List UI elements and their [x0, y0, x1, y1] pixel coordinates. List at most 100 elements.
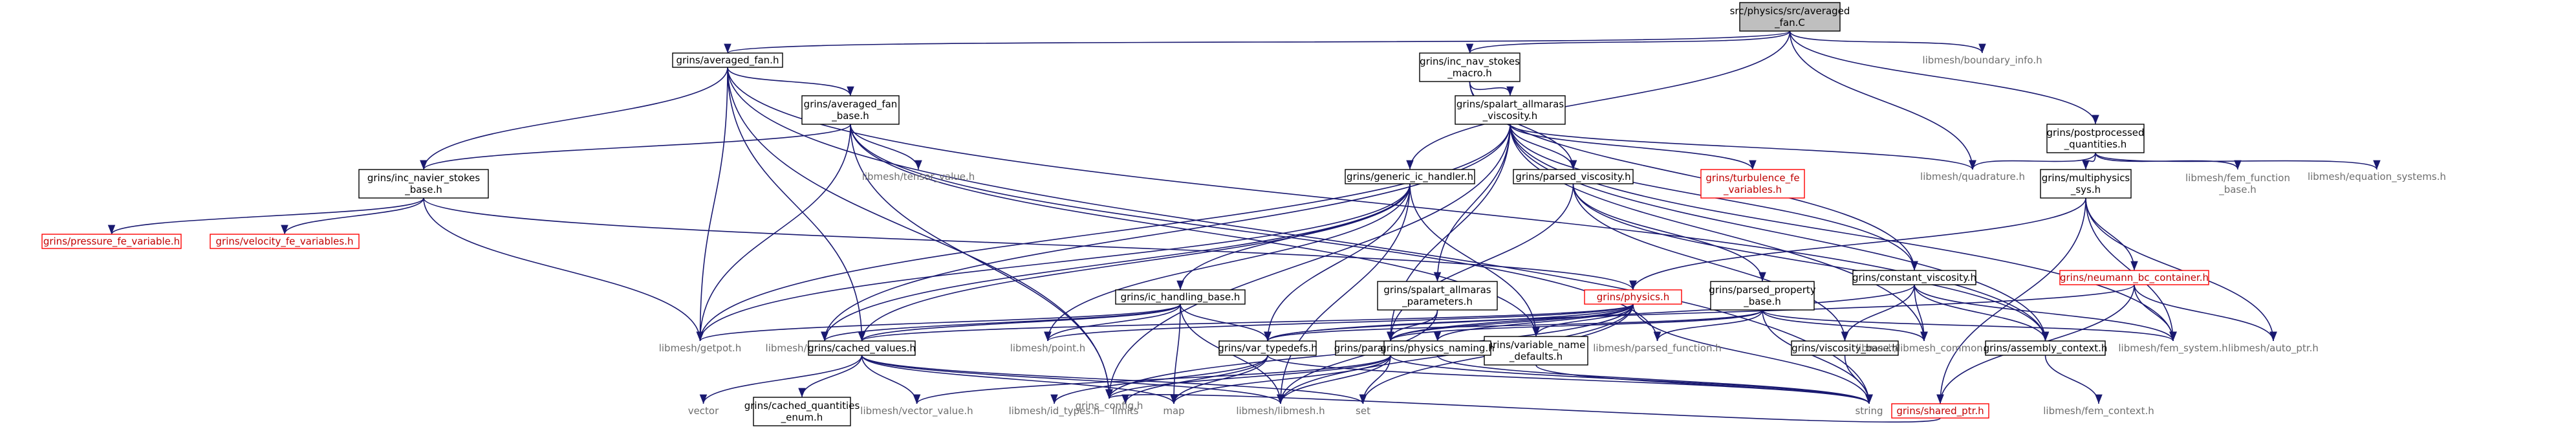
node-neumann-bc[interactable]: grins/neumann_bc_container.h: [2059, 270, 2209, 285]
node-label: _enum.h: [781, 412, 823, 424]
edge-averaged-fan-base-to-parsed-function: [850, 124, 1661, 342]
edge-constant-viscosity-to-fem-system: [1914, 284, 2177, 342]
node-physics-naming[interactable]: grins/physics_naming.h: [1380, 340, 1495, 356]
node-label: limits: [1112, 405, 1139, 417]
node-box: [1791, 340, 1899, 356]
node-box: [2046, 124, 2145, 153]
node-spalart-visc[interactable]: grins/spalart_allmaras_viscosity.h: [1455, 95, 1566, 125]
node-label: grins/velocity_fe_variables.h: [216, 236, 354, 248]
node-label: grins/inc_nav_stokes: [1420, 56, 1520, 68]
edge-spalart-params-to-libmesh-h: [1277, 309, 1438, 404]
edge-spalart-visc-to-getpot: [696, 124, 1511, 342]
edge-physics-h-to-cached-values: [858, 303, 1634, 342]
edge-physics-h-to-physics-naming: [1433, 303, 1634, 342]
edge-physics-naming-to-string: [1436, 355, 1873, 404]
edge-multiphysics-sys-to-physics-h: [1629, 197, 2086, 291]
edge-parsed-viscosity-to-parameter-user: [1387, 183, 1574, 342]
node-multiphysics-sys[interactable]: grins/multiphysics_sys.h: [2040, 169, 2132, 199]
node-label: grins/parsed_property: [1709, 284, 1816, 296]
node-pressure-fe[interactable]: grins/pressure_fe_variable.h: [41, 234, 182, 249]
node-fem-system: libmesh/fem_system.h: [2118, 342, 2227, 355]
edge-multiphysics-sys-to-auto-ptr: [2085, 197, 2277, 342]
node-box: [210, 234, 360, 249]
node-ic-handling-base[interactable]: grins/ic_handling_base.h: [1115, 289, 1246, 305]
node-cached-quantities-enum[interactable]: grins/cached_quantities_enum.h: [744, 397, 860, 426]
node-auto-ptr: libmesh/auto_ptr.h: [2228, 342, 2319, 355]
edge-physics-h-to-point: [1044, 303, 1634, 342]
node-label: _defaults.h: [1509, 351, 1563, 363]
node-box: [1985, 340, 2106, 356]
node-viscosity-base[interactable]: grins/viscosity_base.h: [1791, 340, 1899, 356]
edge-neumann-bc-to-var-typedefs: [1264, 284, 2135, 342]
edge-layer: [107, 30, 2381, 423]
node-spalart-params[interactable]: grins/spalart_allmaras_parameters.h: [1377, 281, 1498, 311]
node-set: set: [1356, 405, 1370, 417]
node-root[interactable]: src/physics/src/averaged_fan.C: [1730, 2, 1850, 32]
node-label: _base.h: [2218, 184, 2257, 196]
node-inc-ns-base[interactable]: grins/inc_navier_stokes_base.h: [358, 169, 489, 199]
node-point: libmesh/point.h: [1010, 342, 1086, 354]
edge-root-to-postprocessed: [1789, 30, 2099, 125]
edge-generic-ic-to-libmesh-h: [1277, 183, 1411, 404]
node-limits: limits: [1112, 405, 1139, 417]
edge-spalart-visc-to-function-base: [821, 124, 1511, 342]
node-label: _fan.C: [1774, 17, 1805, 29]
node-label: libmesh/auto_ptr.h: [2228, 342, 2319, 355]
node-var-typedefs[interactable]: grins/var_typedefs.h: [1218, 340, 1317, 356]
node-averaged-fan-base[interactable]: grins/averaged_fan_base.h: [801, 95, 900, 125]
edge-inc-ns-base-to-physics-h: [423, 197, 1637, 291]
edge-viscosity-base-to-string: [1844, 355, 1873, 404]
node-turbulence-fe[interactable]: grins/turbulence_fe_variables.h: [1700, 169, 1805, 199]
node-physics-h[interactable]: grins/physics.h: [1584, 289, 1682, 305]
edge-ic-handling-base-to-cached-values: [858, 303, 1181, 342]
node-parsed-viscosity[interactable]: grins/parsed_viscosity.h: [1513, 169, 1634, 184]
edge-constant-viscosity-to-viscosity-base: [1841, 284, 1915, 342]
edge-parameter-user-to-vector-value: [913, 355, 1391, 404]
node-box: [1710, 281, 1815, 311]
node-variable-name-defaults[interactable]: grins/variable_name_defaults.h: [1484, 336, 1588, 366]
node-shared-ptr[interactable]: grins/shared_ptr.h: [1891, 403, 1989, 419]
edge-parsed-viscosity-to-viscosity-base: [1572, 183, 1849, 342]
node-libmesh-h: libmesh/libmesh.h: [1236, 405, 1325, 417]
node-label: libmesh/point.h: [1010, 342, 1086, 354]
node-label: libmesh/vector_value.h: [860, 405, 973, 417]
edge-parsed-viscosity-to-assembly-context: [1572, 183, 2050, 342]
node-label: grins/inc_navier_stokes: [367, 172, 481, 184]
node-label: libmesh/fem_system.h: [2118, 342, 2227, 355]
node-parsed-property[interactable]: grins/parsed_property_base.h: [1709, 281, 1816, 311]
node-label: _sys.h: [2070, 184, 2101, 196]
node-label: grins/viscosity_base.h: [1791, 342, 1898, 355]
node-generic-ic[interactable]: grins/generic_ic_handler.h: [1345, 169, 1475, 184]
node-label: grins/physics.h: [1597, 291, 1669, 303]
edge-constant-viscosity-to-libmesh-common: [1914, 284, 1928, 342]
edge-cached-values-to-libmesh-h: [861, 355, 1284, 404]
node-velocity-fe[interactable]: grins/velocity_fe_variables.h: [210, 234, 360, 249]
edge-averaged-fan-base-to-getpot: [696, 124, 851, 342]
node-box: [1852, 270, 1976, 285]
edge-generic-ic-to-getpot: [696, 183, 1411, 342]
edge-generic-ic-to-cached-values: [858, 183, 1411, 342]
edge-postprocessed-to-quadrature: [1969, 152, 2096, 170]
node-layer: src/physics/src/averaged_fan.C grins/aver…: [41, 2, 2446, 426]
edge-parameter-user-to-grins-config: [1105, 355, 1391, 399]
node-assembly-context[interactable]: grins/assembly_context.h: [1984, 340, 2108, 356]
node-box: [1419, 52, 1521, 82]
node-cached-values[interactable]: grins/cached_values.h: [808, 340, 916, 356]
node-constant-viscosity[interactable]: grins/constant_viscosity.h: [1852, 270, 1976, 285]
edge-neumann-bc-to-fem-system: [2134, 284, 2177, 342]
node-label: grins/physics_naming.h: [1380, 342, 1494, 355]
edge-spalart-visc-to-spalart-params: [1433, 124, 1511, 282]
edge-root-to-averaged-fan-h: [724, 30, 1791, 54]
edge-spalart-visc-to-turbulence-fe: [1510, 124, 1757, 170]
edge-cached-values-to-vector: [699, 355, 863, 404]
node-label: grins/spalart_allmaras: [1456, 98, 1564, 111]
node-inc-nav-stokes-macro[interactable]: grins/inc_nav_stokes_macro.h: [1419, 52, 1521, 82]
edge-parsed-property-to-parsed-function: [1653, 309, 1763, 342]
edge-generic-ic-to-variable-name-defaults: [1409, 183, 1540, 337]
node-averaged-fan-h[interactable]: grins/averaged_fan.h: [672, 52, 783, 68]
node-label: grins/turbulence_fe: [1705, 172, 1799, 184]
edge-averaged-fan-base-to-tensor-value: [850, 124, 922, 170]
node-label: map: [1163, 405, 1184, 417]
node-label: grins/spalart_allmaras: [1383, 284, 1491, 296]
node-postprocessed[interactable]: grins/postprocessed_quantities.h: [2046, 124, 2145, 153]
